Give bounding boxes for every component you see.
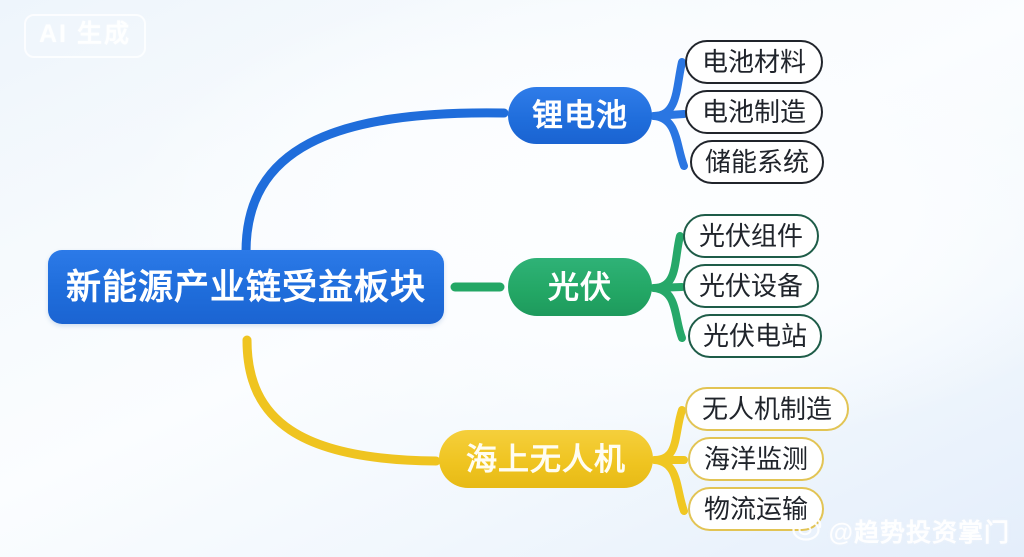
fork-lithium-battery — [650, 58, 688, 170]
leaf-node-energy-storage-system[interactable]: 储能系统 — [690, 140, 824, 184]
connector-root-to-lithium-battery — [241, 108, 509, 257]
fork-offshore-drone — [651, 406, 688, 515]
leaf-node-pv-module[interactable]: 光伏组件 — [683, 214, 819, 258]
branch-node-photovoltaic[interactable]: 光伏 — [508, 258, 652, 316]
root-node[interactable]: 新能源产业链受益板块 — [48, 250, 444, 324]
leaf-node-pv-power-station[interactable]: 光伏电站 — [688, 314, 822, 358]
leaf-node-drone-manufacturing[interactable]: 无人机制造 — [685, 387, 849, 431]
branch-node-lithium-battery[interactable]: 锂电池 — [508, 87, 652, 144]
weibo-handle-text: @趋势投资掌门 — [828, 519, 1010, 547]
weibo-eye-icon — [792, 515, 822, 548]
branch-node-offshore-drone[interactable]: 海上无人机 — [439, 430, 653, 488]
leaf-node-logistics-transport[interactable]: 物流运输 — [688, 487, 824, 531]
leaf-node-battery-manufacturing[interactable]: 电池制造 — [685, 90, 823, 134]
leaf-node-battery-material[interactable]: 电池材料 — [685, 40, 823, 84]
leaf-node-ocean-monitoring[interactable]: 海洋监测 — [688, 437, 824, 481]
leaf-node-pv-equipment[interactable]: 光伏设备 — [683, 264, 819, 308]
weibo-watermark: @趋势投资掌门 — [792, 513, 1010, 549]
ai-generated-badge: AI 生成 — [24, 14, 146, 58]
connector-root-to-offshore-drone — [242, 335, 441, 466]
fork-photovoltaic — [650, 232, 686, 342]
